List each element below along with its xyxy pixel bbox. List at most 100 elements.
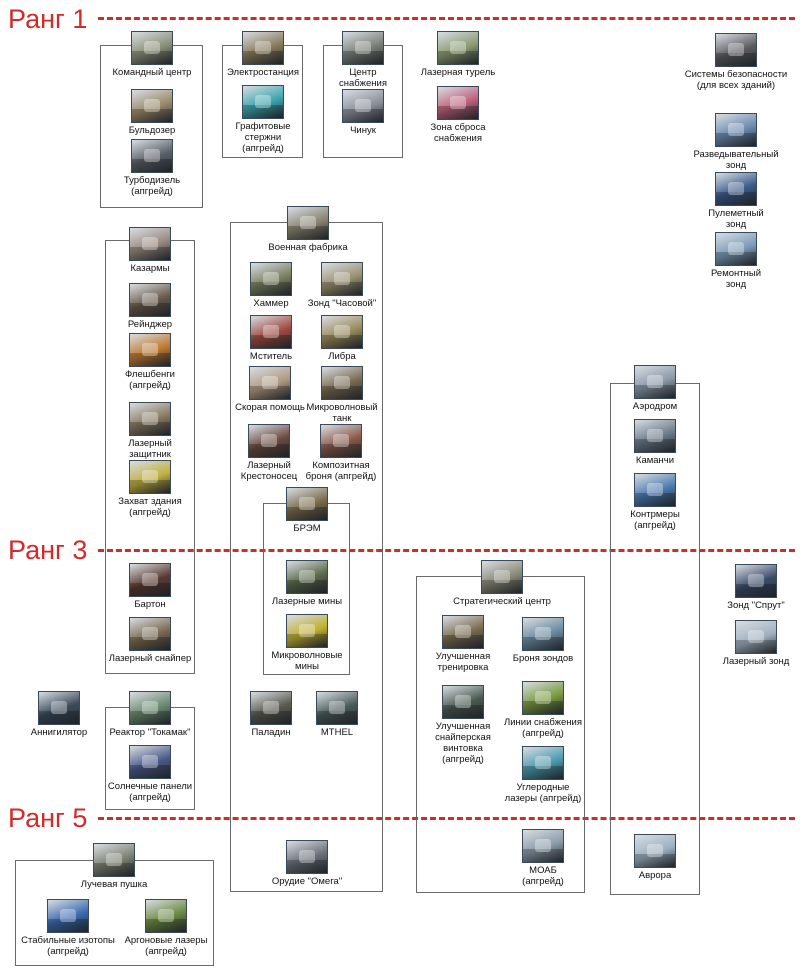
spy-drone-icon (735, 564, 777, 598)
stable-isotopes-icon (47, 899, 89, 933)
item-label: Реактор "Токамак" (109, 727, 191, 738)
solar-panels-item[interactable]: Солнечные панели (апгрейд) (100, 745, 200, 803)
stable-isotopes-item[interactable]: Стабильные изотопы (апгрейд) (16, 899, 120, 957)
item-label: Казармы (130, 263, 170, 274)
omega-cannon-icon (286, 840, 328, 874)
repair-drone-item[interactable]: Ремонтный зонд (680, 232, 792, 290)
item-label: Бартон (134, 599, 166, 610)
brem-item[interactable]: БРЭМ (262, 487, 352, 534)
item-label: Либра (328, 351, 356, 362)
mthel-icon (316, 691, 358, 725)
supply-drop-icon (437, 86, 479, 120)
item-label: Турбодизель (апгрейд) (123, 175, 181, 197)
command-center-item[interactable]: Командный центр (104, 31, 200, 78)
item-label: Графитовые стержни (апгрейд) (235, 121, 291, 154)
spy-drone-item[interactable]: Зонд "Спрут" (712, 564, 800, 611)
laser-turret-item[interactable]: Лазерная турель (410, 31, 506, 78)
item-label: Скорая помощь (235, 402, 305, 413)
ambulance-item[interactable]: Скорая помощь (228, 366, 312, 413)
laser-drone-item[interactable]: Лазерный зонд (712, 620, 800, 667)
supply-center-item[interactable]: Центр снабжения (318, 31, 408, 89)
graphite-rods-item[interactable]: Графитовые стержни (апгрейд) (218, 85, 308, 154)
advanced-sniper-rifle-item[interactable]: Улучшенная снайперская винтовка (апгрейд… (420, 685, 506, 765)
advanced-training-item[interactable]: Улучшенная тренировка (420, 615, 506, 673)
barracks-icon (129, 227, 171, 261)
turbodiesel-icon (131, 139, 173, 173)
carbon-lasers-item[interactable]: Углеродные лазеры (апгрейд) (500, 746, 586, 804)
annihilator-item[interactable]: Аннигилятор (22, 691, 96, 738)
laser-defender-item[interactable]: Лазерный защитник (102, 402, 198, 460)
graphite-rods-icon (242, 85, 284, 119)
tokamak-reactor-icon (129, 691, 171, 725)
microwave-mines-item[interactable]: Микроволновые мины (262, 614, 352, 672)
tokamak-reactor-item[interactable]: Реактор "Токамак" (100, 691, 200, 738)
item-label: Лазерная турель (420, 67, 496, 78)
item-label: Стабильные изотопы (апгрейд) (21, 935, 115, 957)
item-label: Аргоновые лазеры (апгрейд) (124, 935, 208, 957)
laser-mines-item[interactable]: Лазерные мины (262, 560, 352, 607)
rank-3-divider (98, 549, 795, 552)
microwave-tank-item[interactable]: Микроволновый танк (302, 366, 382, 424)
paladin-item[interactable]: Паладин (238, 691, 304, 738)
item-label: Аннигилятор (30, 727, 88, 738)
argon-lasers-item[interactable]: Аргоновые лазеры (апгрейд) (118, 899, 214, 957)
supply-lines-item[interactable]: Линии снабжения (апгрейд) (500, 681, 586, 739)
barracks-item[interactable]: Казармы (102, 227, 198, 274)
laser-sniper-item[interactable]: Лазерный снайпер (102, 617, 198, 664)
laser-mines-icon (286, 560, 328, 594)
comanche-item[interactable]: Каманчи (610, 419, 700, 466)
strategy-center-item[interactable]: Стратегический центр (440, 560, 564, 607)
paladin-icon (250, 691, 292, 725)
composite-armor-item[interactable]: Композитная броня (апгрейд) (298, 424, 384, 482)
sentry-drone-item[interactable]: Зонд "Часовой" (302, 262, 382, 309)
item-label: БРЭМ (293, 523, 321, 534)
war-factory-item[interactable]: Военная фабрика (258, 206, 358, 253)
capture-building-item[interactable]: Захват здания (апгрейд) (102, 460, 198, 518)
supply-drop-item[interactable]: Зона сброса снабжения (410, 86, 506, 144)
item-label: Хаммер (253, 298, 289, 309)
item-label: Линии снабжения (апгрейд) (504, 717, 582, 739)
turbodiesel-item[interactable]: Турбодизель (апгрейд) (104, 139, 200, 197)
aurora-item[interactable]: Аврора (610, 834, 700, 881)
strategy-center-icon (481, 560, 523, 594)
humvee-item[interactable]: Хаммер (238, 262, 304, 309)
beam-cannon-item[interactable]: Лучевая пушка (64, 843, 164, 890)
ranger-item[interactable]: Рейнджер (102, 283, 198, 330)
flashbang-icon (129, 333, 171, 367)
humvee-icon (250, 262, 292, 296)
item-label: Аэродром (632, 401, 678, 412)
barton-icon (129, 563, 171, 597)
flashbang-item[interactable]: Флешбенги (апгрейд) (102, 333, 198, 391)
countermeasures-icon (634, 473, 676, 507)
libra-item[interactable]: Либра (302, 315, 382, 362)
item-label: Командный центр (112, 67, 192, 78)
beam-cannon-icon (93, 843, 135, 877)
moab-item[interactable]: МОАБ (апгрейд) (500, 829, 586, 887)
rank-1-divider (98, 17, 795, 20)
avenger-item[interactable]: Мститель (238, 315, 304, 362)
item-label: Лазерный снайпер (108, 653, 192, 664)
item-label: Электростанция (227, 67, 299, 78)
barton-item[interactable]: Бартон (102, 563, 198, 610)
omega-cannon-item[interactable]: Орудие "Омега" (256, 840, 358, 887)
item-label: Рейнджер (127, 319, 173, 330)
item-label: Зонд "Часовой" (307, 298, 377, 309)
scout-drone-item[interactable]: Разведывательный зонд (680, 113, 792, 171)
chinook-item[interactable]: Чинук (318, 89, 408, 136)
bulldozer-item[interactable]: Бульдозер (104, 89, 200, 136)
aurora-icon (634, 834, 676, 868)
item-label: Улучшенная снайперская винтовка (апгрейд… (435, 721, 491, 765)
supply-center-icon (342, 31, 384, 65)
moab-icon (522, 829, 564, 863)
airfield-item[interactable]: Аэродром (610, 365, 700, 412)
security-camera-icon (715, 33, 757, 67)
item-label: Разведывательный зонд (693, 149, 779, 171)
drone-armor-item[interactable]: Броня зондов (500, 617, 586, 664)
power-plant-item[interactable]: Электростанция (218, 31, 308, 78)
security-systems-item[interactable]: Системы безопасности (для всех зданий) (672, 33, 800, 91)
chinook-icon (342, 89, 384, 123)
mthel-item[interactable]: MTHEL (304, 691, 370, 738)
laser-crusader-item[interactable]: Лазерный Крестоносец (234, 424, 304, 482)
countermeasures-item[interactable]: Контрмеры (апгрейд) (610, 473, 700, 531)
gun-drone-item[interactable]: Пулеметный зонд (680, 172, 792, 230)
